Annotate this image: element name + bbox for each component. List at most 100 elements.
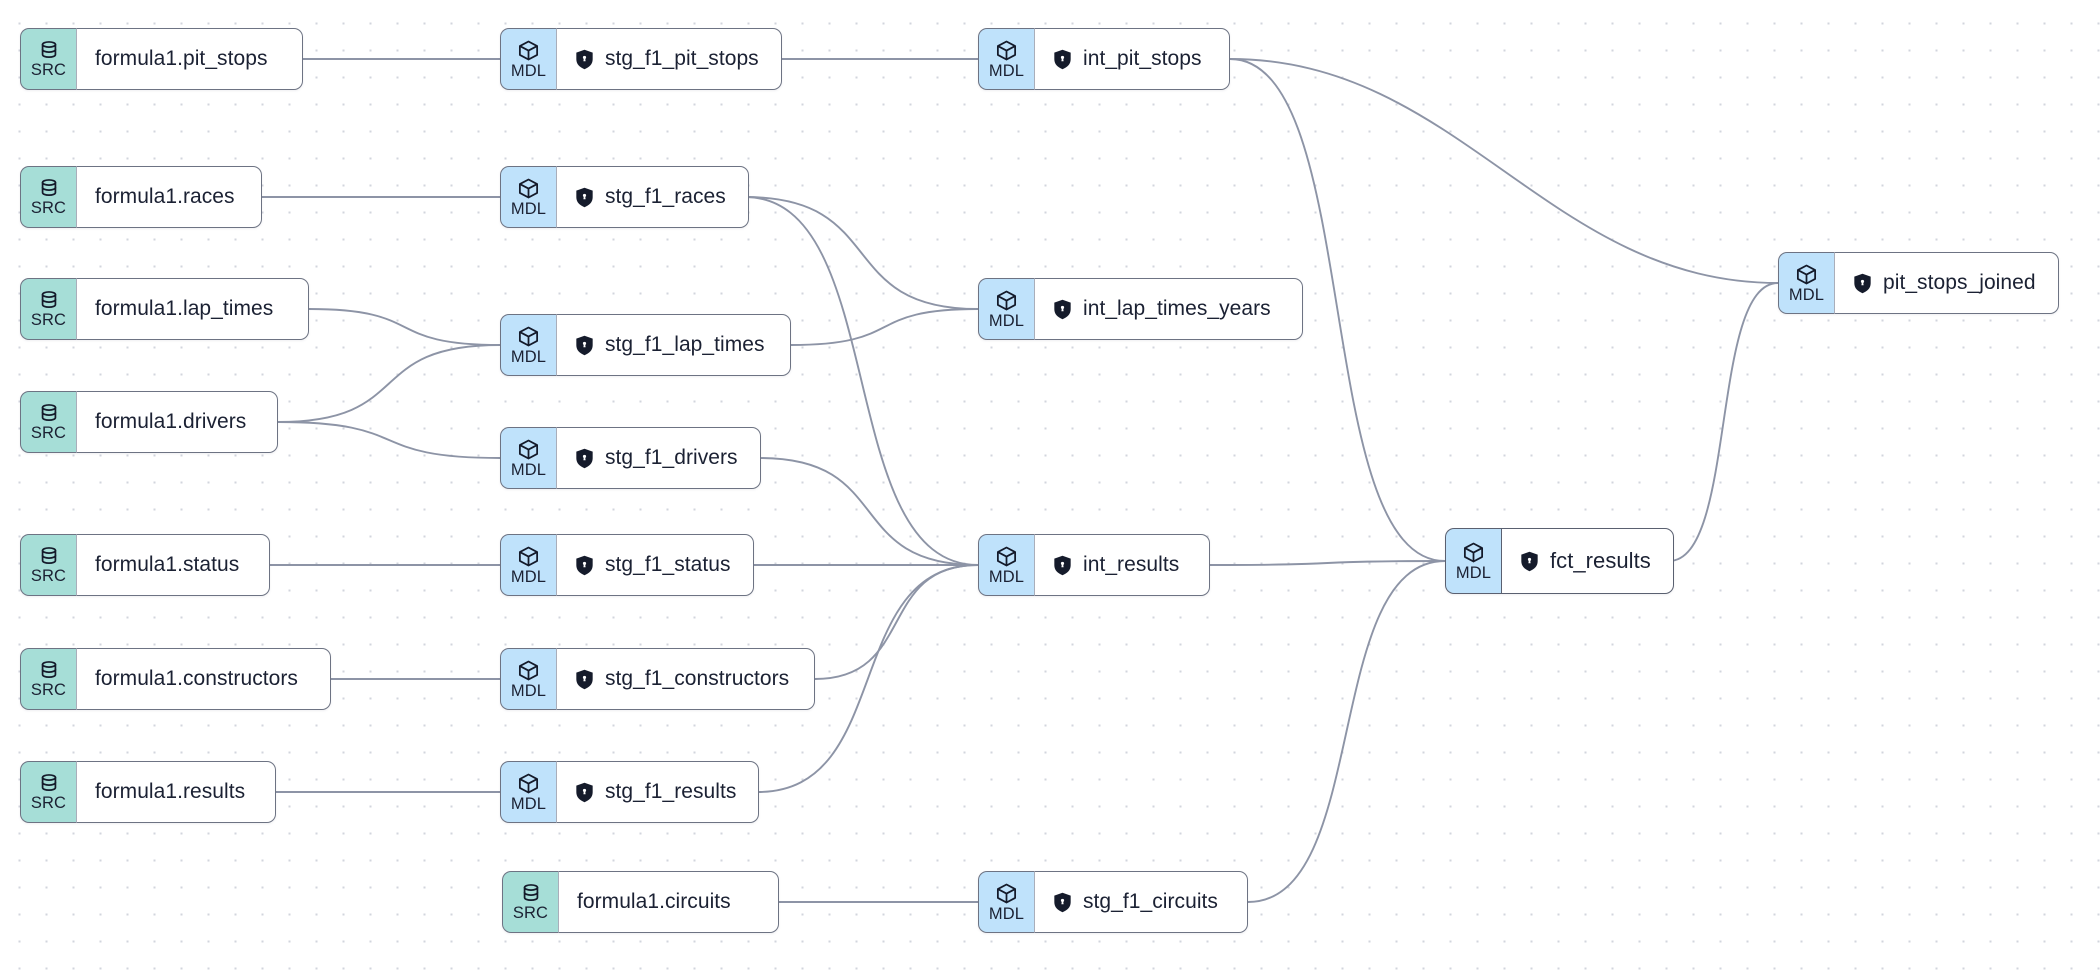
cube-icon [517,177,540,200]
node-type-label: MDL [988,567,1025,586]
edge-stg_drivers-to-int_results [759,457,979,566]
node-body-stg_pit_stops[interactable]: stg_f1_pit_stops [556,28,782,90]
node-body-int_pit_stops[interactable]: int_pit_stops [1034,28,1230,90]
node-int_pit_stops[interactable]: MDL int_pit_stops [978,28,1230,90]
node-body-stg_status[interactable]: stg_f1_status [556,534,754,596]
node-type-badge-src_results: SRC [20,761,76,823]
node-type-badge-src_lap_times: SRC [20,278,76,340]
edge-stg_circuits-to-fct_results [1247,560,1446,903]
node-label: stg_f1_pit_stops [605,47,759,70]
node-type-label: SRC [30,794,67,813]
node-label: formula1.constructors [95,667,298,690]
cube-icon [517,545,540,568]
node-body-stg_results[interactable]: stg_f1_results [556,761,760,823]
shield-lock-icon [1853,273,1872,294]
node-label: formula1.results [95,780,246,803]
node-type-badge-stg_circuits: MDL [978,871,1034,933]
edge-stg_lap_times-to-int_lap_times_years [790,308,979,346]
cube-icon [995,39,1018,62]
node-body-stg_races[interactable]: stg_f1_races [556,166,749,228]
node-label: formula1.drivers [95,410,247,433]
node-stg_results[interactable]: MDL stg_f1_results [500,761,760,823]
cube-icon [1462,541,1485,564]
node-type-badge-fct_results: MDL [1445,528,1501,594]
node-type-label: MDL [510,347,547,366]
node-type-badge-stg_constructors: MDL [500,648,556,710]
node-body-stg_constructors[interactable]: stg_f1_constructors [556,648,815,710]
node-body-src_drivers[interactable]: formula1.drivers [76,391,278,453]
edge-int_pit_stops-to-pit_stops_joined [1229,58,1779,284]
node-stg_lap_times[interactable]: MDL stg_f1_lap_times [500,314,791,376]
node-src_pit_stops[interactable]: SRC formula1.pit_stops [20,28,303,90]
node-type-badge-int_pit_stops: MDL [978,28,1034,90]
node-int_results[interactable]: MDL int_results [978,534,1210,596]
shield-lock-icon [575,335,594,356]
node-type-label: MDL [510,681,547,700]
node-label: stg_f1_races [605,185,726,208]
node-label: fct_results [1550,548,1651,573]
shield-lock-icon [575,555,594,576]
node-body-stg_drivers[interactable]: stg_f1_drivers [556,427,761,489]
database-icon [38,772,60,794]
node-body-src_status[interactable]: formula1.status [76,534,270,596]
node-type-label: MDL [510,794,547,813]
node-body-src_pit_stops[interactable]: formula1.pit_stops [76,28,303,90]
node-src_races[interactable]: SRC formula1.races [20,166,262,228]
node-body-int_results[interactable]: int_results [1034,534,1210,596]
node-stg_constructors[interactable]: MDL stg_f1_constructors [500,648,815,710]
node-label: int_pit_stops [1083,47,1202,70]
node-stg_circuits[interactable]: MDL stg_f1_circuits [978,871,1248,933]
node-type-label: MDL [1788,285,1825,304]
node-type-badge-stg_races: MDL [500,166,556,228]
cube-icon [517,325,540,348]
node-body-src_constructors[interactable]: formula1.constructors [76,648,331,710]
node-type-badge-src_status: SRC [20,534,76,596]
shield-lock-icon [1520,551,1539,572]
edge-src_drivers-to-stg_drivers [277,421,501,459]
node-type-label: MDL [988,904,1025,923]
node-type-label: SRC [30,199,67,218]
node-label: stg_f1_constructors [605,667,790,690]
node-body-int_lap_times_years[interactable]: int_lap_times_years [1034,278,1303,340]
node-label: int_lap_times_years [1083,297,1271,320]
edge-stg_constructors-to-int_results [814,564,979,680]
edge-stg_races-to-int_lap_times_years [744,196,979,310]
node-src_results[interactable]: SRC formula1.results [20,761,276,823]
shield-lock-icon [1053,299,1072,320]
node-type-label: MDL [510,567,547,586]
node-body-fct_results[interactable]: fct_results [1501,528,1674,594]
edge-stg_races-to-int_results [744,196,979,566]
node-type-label: MDL [988,311,1025,330]
cube-icon [1795,263,1818,286]
node-body-src_circuits[interactable]: formula1.circuits [558,871,779,933]
node-int_lap_times_years[interactable]: MDL int_lap_times_years [978,278,1303,340]
node-type-badge-stg_drivers: MDL [500,427,556,489]
node-stg_status[interactable]: MDL stg_f1_status [500,534,754,596]
node-src_constructors[interactable]: SRC formula1.constructors [20,648,331,710]
node-body-src_lap_times[interactable]: formula1.lap_times [76,278,309,340]
node-stg_races[interactable]: MDL stg_f1_races [500,166,749,228]
shield-lock-icon [575,49,594,70]
node-fct_results[interactable]: MDL fct_results [1445,528,1674,594]
node-type-label: SRC [30,61,67,80]
node-body-pit_stops_joined[interactable]: pit_stops_joined [1834,252,2059,314]
database-icon [520,882,542,904]
node-type-label: SRC [30,681,67,700]
node-body-src_results[interactable]: formula1.results [76,761,276,823]
shield-lock-icon [1053,555,1072,576]
node-body-src_races[interactable]: formula1.races [76,166,262,228]
node-pit_stops_joined[interactable]: MDL pit_stops_joined [1778,252,2059,314]
node-type-badge-stg_lap_times: MDL [500,314,556,376]
node-label: pit_stops_joined [1883,271,2036,294]
node-body-stg_circuits[interactable]: stg_f1_circuits [1034,871,1248,933]
node-label: stg_f1_circuits [1083,890,1218,913]
node-body-stg_lap_times[interactable]: stg_f1_lap_times [556,314,791,376]
